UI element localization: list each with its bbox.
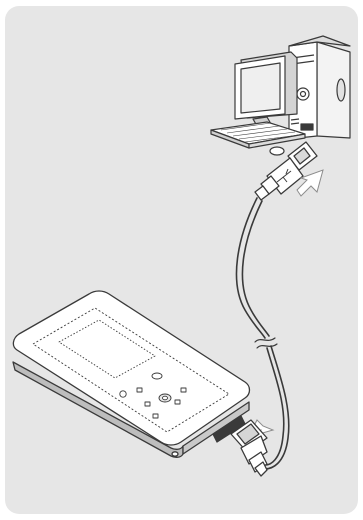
mouse (270, 147, 284, 155)
monitor (235, 52, 297, 130)
headphone-jack (172, 452, 178, 456)
connection-illustration (5, 6, 358, 514)
usb-plug-icon (255, 142, 317, 200)
desktop-computer-icon (211, 36, 350, 155)
illustration-frame (5, 6, 358, 514)
mp3-player-icon (13, 291, 250, 457)
tower-case (289, 36, 350, 139)
